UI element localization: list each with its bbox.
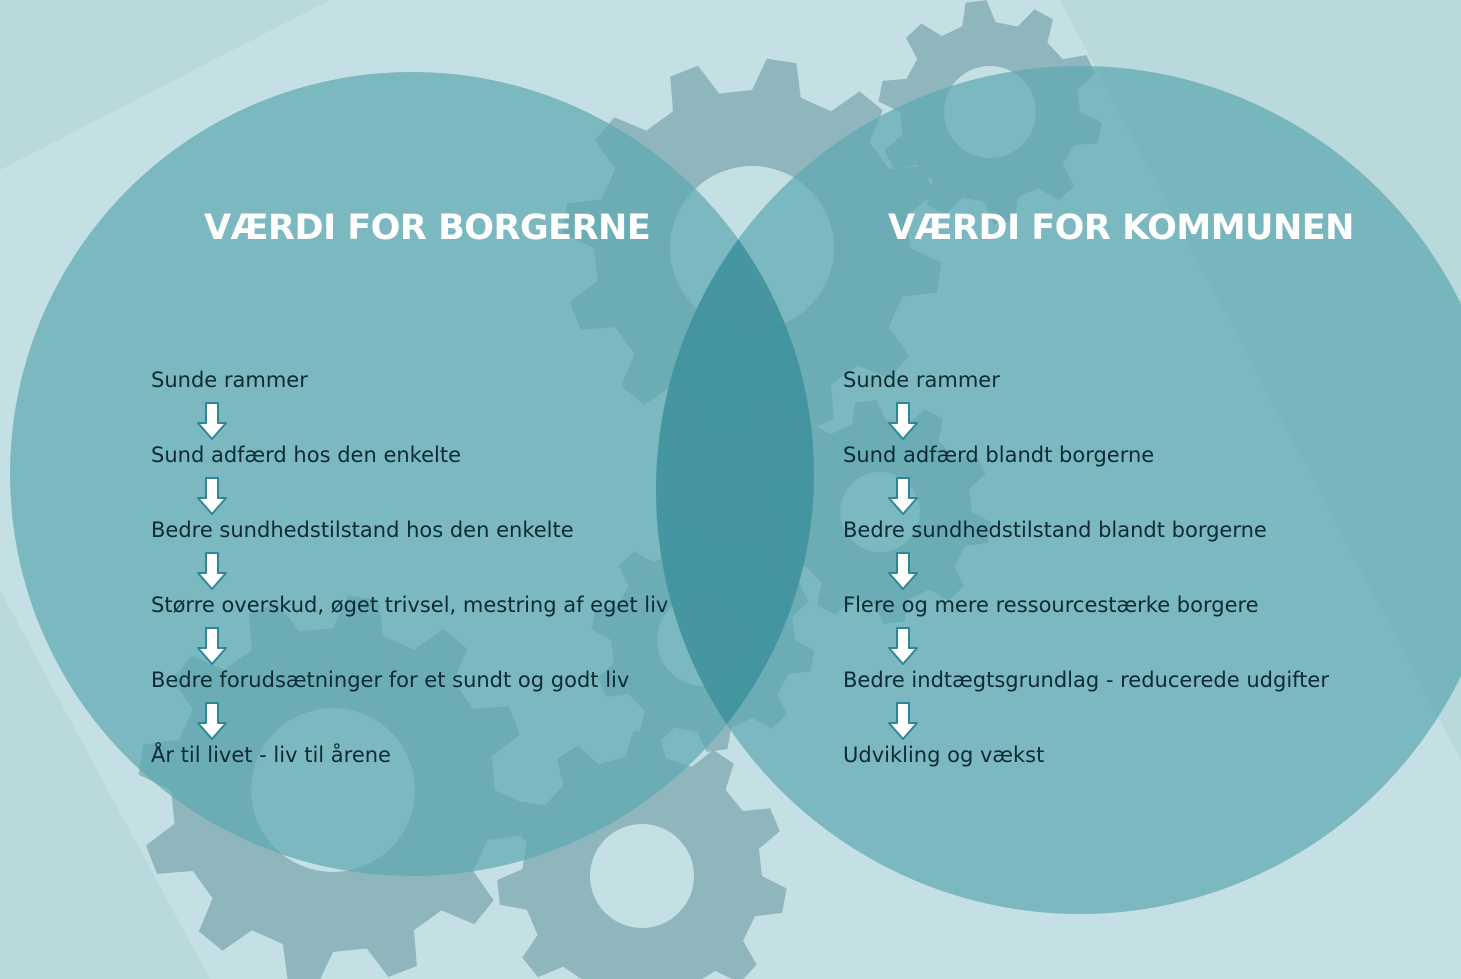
down-arrow-icon bbox=[888, 702, 918, 740]
left-circle bbox=[10, 72, 814, 876]
down-arrow-icon bbox=[888, 402, 918, 440]
gear-hole-5 bbox=[590, 824, 694, 928]
right-heading: VÆRDI FOR KOMMUNEN bbox=[888, 208, 1354, 248]
left-arrow-1 bbox=[197, 402, 227, 440]
left-heading: VÆRDI FOR BORGERNE bbox=[204, 208, 651, 248]
left-arrow-4 bbox=[197, 627, 227, 665]
left-step-4: Større overskud, øget trivsel, mestring … bbox=[151, 593, 669, 617]
left-step-6: År til livet - liv til årene bbox=[151, 743, 391, 767]
left-arrow-3 bbox=[197, 552, 227, 590]
right-arrow-5 bbox=[888, 702, 918, 740]
down-arrow-icon bbox=[197, 702, 227, 740]
right-arrow-2 bbox=[888, 477, 918, 515]
down-arrow-icon bbox=[888, 477, 918, 515]
right-step-4: Flere og mere ressourcestærke borgere bbox=[843, 593, 1259, 617]
left-step-5: Bedre forudsætninger for et sundt og god… bbox=[151, 668, 630, 692]
down-arrow-icon bbox=[197, 627, 227, 665]
left-step-1: Sunde rammer bbox=[151, 368, 308, 392]
right-arrow-3 bbox=[888, 552, 918, 590]
right-step-3: Bedre sundhedstilstand blandt borgerne bbox=[843, 518, 1267, 542]
left-arrow-2 bbox=[197, 477, 227, 515]
right-circle bbox=[656, 66, 1461, 914]
down-arrow-icon bbox=[197, 477, 227, 515]
left-step-2: Sund adfærd hos den enkelte bbox=[151, 443, 461, 467]
right-step-6: Udvikling og vækst bbox=[843, 743, 1045, 767]
right-step-2: Sund adfærd blandt borgerne bbox=[843, 443, 1155, 467]
left-arrow-5 bbox=[197, 702, 227, 740]
right-arrow-1 bbox=[888, 402, 918, 440]
down-arrow-icon bbox=[197, 552, 227, 590]
left-step-3: Bedre sundhedstilstand hos den enkelte bbox=[151, 518, 574, 542]
down-arrow-icon bbox=[888, 627, 918, 665]
right-step-5: Bedre indtægtsgrundlag - reducerede udgi… bbox=[843, 668, 1329, 692]
right-step-1: Sunde rammer bbox=[843, 368, 1000, 392]
right-arrow-4 bbox=[888, 627, 918, 665]
down-arrow-icon bbox=[197, 402, 227, 440]
down-arrow-icon bbox=[888, 552, 918, 590]
